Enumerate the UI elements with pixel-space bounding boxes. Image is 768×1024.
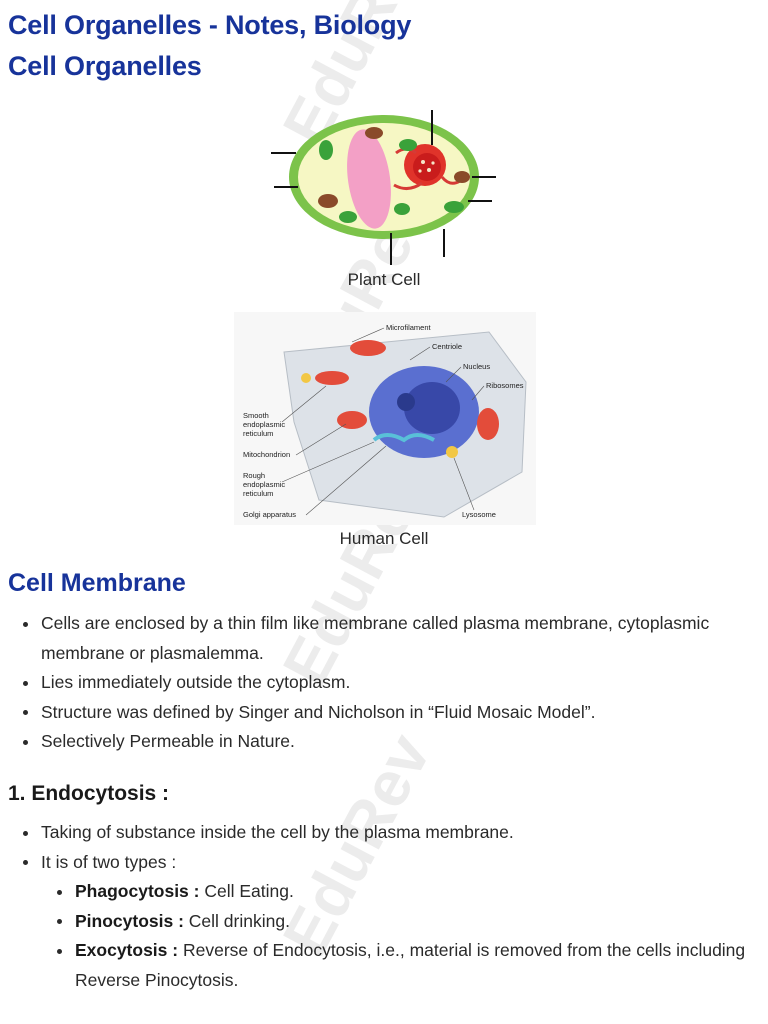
list-item: Structure was defined by Singer and Nich… [8,698,718,728]
endocytosis-list: Taking of substance inside the cell by t… [8,818,748,995]
cell-membrane-list: Cells are enclosed by a thin film like m… [8,609,718,757]
label-smooth-3: reticulum [243,429,273,438]
list-item: Selectively Permeable in Nature. [8,727,718,757]
label-rough-1: Rough [243,471,265,480]
desc-exocytosis: Reverse of Endocytosis, i.e., material i… [75,940,746,990]
label-mitochondrion: Mitochondrion [243,450,290,459]
label-ribosomes: Ribosomes [486,381,524,390]
label-lysosome: Lysosome [462,510,496,519]
term-pinocytosis: Pinocytosis : [75,910,184,931]
label-rough-2: endoplasmic [243,480,285,489]
term-phagocytosis: Phagocytosis : [75,881,200,901]
page-title: Cell Organelles - Notes, Biology [8,10,412,40]
label-smooth-2: endoplasmic [243,420,285,429]
plant-cell-caption: Plant Cell [347,270,421,289]
label-golgi: Golgi apparatus [243,510,296,519]
human-cell-diagram: Microfilament Centriole Nucleus Ribosome… [234,312,536,525]
section-title: Cell Organelles [8,51,202,81]
list-item: Pinocytosis : Cell drinking. [8,907,748,937]
label-microfilament: Microfilament [386,323,432,332]
list-item: Cells are enclosed by a thin film like m… [8,609,718,668]
human-cell-caption: Human Cell [339,529,429,548]
label-smooth-1: Smooth [243,411,269,420]
label-centriole: Centriole [432,342,462,351]
list-item: Phagocytosis : Cell Eating. [8,877,748,907]
list-item: It is of two types : [8,848,748,878]
cell-membrane-heading: Cell Membrane [8,569,186,597]
term-exocytosis: Exocytosis : [75,940,179,960]
desc-pinocytosis: Cell drinking. [183,910,290,931]
label-rough-3: reticulum [243,489,273,498]
endocytosis-heading: 1. Endocytosis : [8,782,170,805]
label-nucleus: Nucleus [463,362,490,371]
list-item: Lies immediately outside the cytoplasm. [8,668,718,698]
list-item: Taking of substance inside the cell by t… [8,818,748,848]
desc-phagocytosis: Cell Eating. [199,881,294,901]
plant-cell-diagram [271,110,496,265]
list-item: Exocytosis : Reverse of Endocytosis, i.e… [8,936,748,995]
